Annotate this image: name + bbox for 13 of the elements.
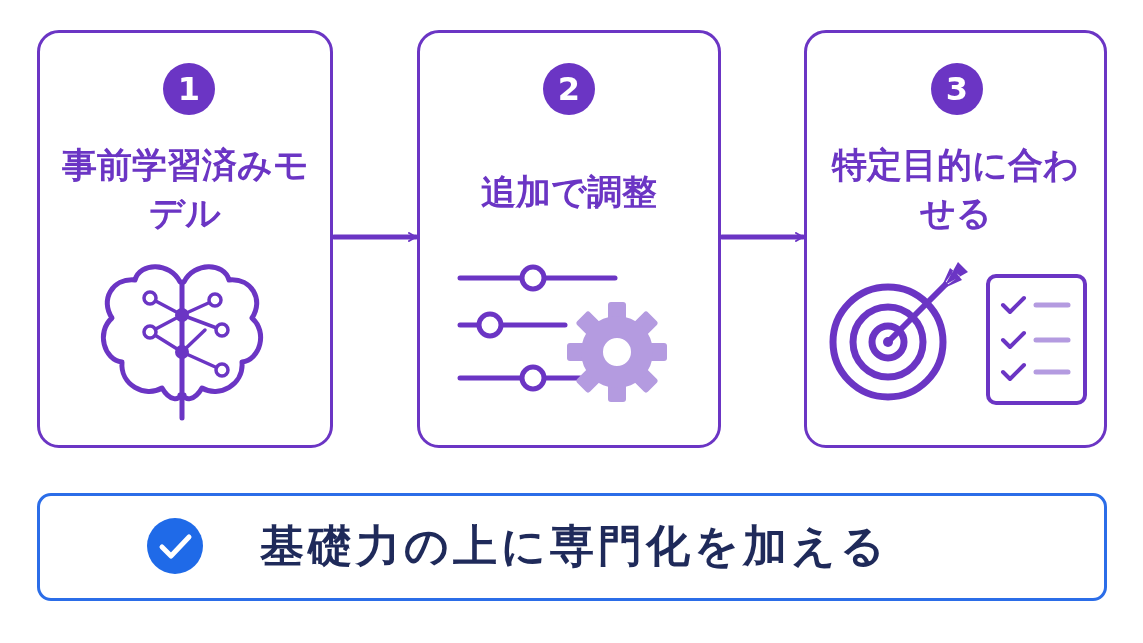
summary-box <box>37 493 1107 601</box>
step-title: 事前学習済みモデル <box>60 144 310 235</box>
step-box <box>804 30 1107 448</box>
step-box <box>417 30 721 448</box>
step-title: 特定目的に合わせる <box>830 144 1080 235</box>
step-title: 追加で調整 <box>480 171 658 214</box>
summary-text: 基礎力の上に専門化を加える <box>260 519 889 573</box>
number-badge: 2 <box>543 63 595 115</box>
arrow <box>719 232 806 242</box>
number-badge: 1 <box>163 63 215 115</box>
arrow <box>331 232 419 242</box>
step-box <box>37 30 333 448</box>
number-badge: 3 <box>931 63 983 115</box>
